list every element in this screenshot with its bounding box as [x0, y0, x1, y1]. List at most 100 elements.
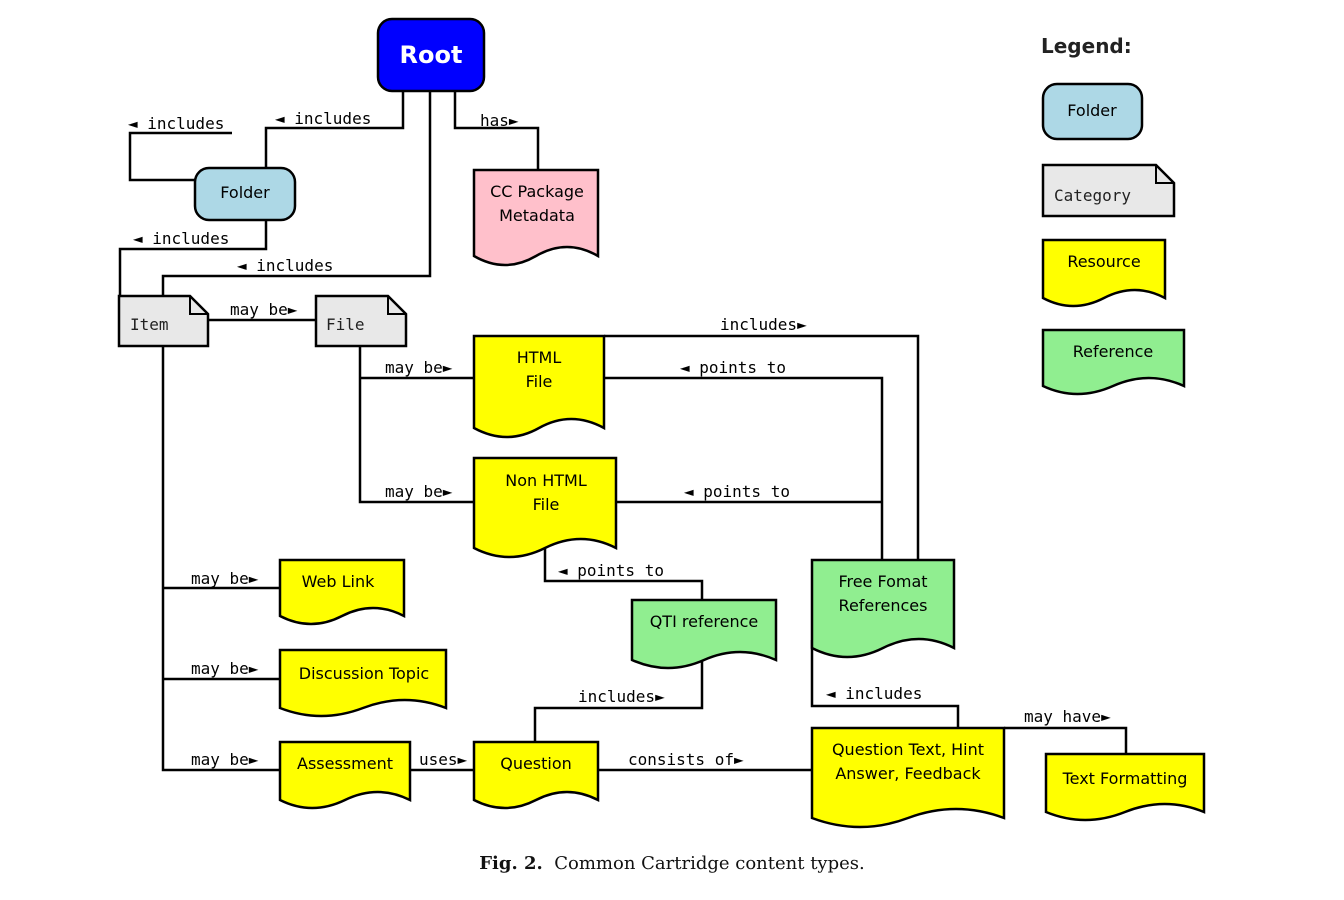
- node-assessment: Assessment: [278, 740, 412, 810]
- file-shape: [314, 294, 408, 348]
- node-qti-reference: QTI reference: [630, 598, 778, 670]
- node-question: Question: [472, 740, 600, 810]
- metadata-shape: [472, 168, 600, 267]
- edge-free-html-includes: [604, 334, 920, 560]
- legend-resource-swatch: [1041, 238, 1167, 308]
- label-file-nonhtml-may-be: may be►: [385, 482, 453, 501]
- legend-category-swatch: [1041, 163, 1176, 218]
- node-item: Item: [117, 294, 210, 348]
- label-question-consists-of: consists of►: [628, 750, 744, 769]
- node-file: File: [314, 294, 408, 348]
- question-text-shape: [810, 726, 1006, 829]
- nodes: Root Folder CC Package Metadata Item Fil…: [117, 17, 1206, 829]
- edge-file-branches: [358, 346, 474, 504]
- label-item-file-may-be: may be►: [230, 300, 298, 319]
- metadata-label-line1: CC Package: [490, 182, 584, 201]
- edge-folder-item-includes: [118, 220, 268, 296]
- text-formatting-shape: [1044, 752, 1206, 822]
- file-fold: [387, 296, 406, 315]
- html-file-label-line1: HTML: [517, 348, 562, 367]
- node-free-format-references: Free Fomat References: [810, 558, 956, 659]
- question-text-label-line2: Answer, Feedback: [835, 764, 981, 783]
- label-question-qti-includes: includes►: [578, 687, 665, 706]
- discussion-topic-shape: [278, 648, 448, 718]
- question-text-label-line1: Question Text, Hint: [832, 740, 984, 759]
- edge-nonhtml-qti: [543, 548, 704, 600]
- caption-text: Common Cartridge content types.: [554, 853, 865, 874]
- free-format-shape: [810, 558, 956, 659]
- edge-item-trunk: [161, 346, 280, 772]
- non-html-file-label-line1: Non HTML: [505, 471, 587, 490]
- label-assessment-uses: uses►: [419, 750, 468, 769]
- folder-box: [193, 166, 297, 222]
- node-text-formatting: Text Formatting: [1044, 752, 1206, 822]
- edge-free-html-points: [604, 376, 884, 560]
- label-root-folder-includes: ◄ includes: [275, 109, 371, 128]
- item-label: Item: [130, 315, 169, 334]
- label-free-nonhtml-points-to: ◄ points to: [684, 482, 790, 501]
- file-label: File: [326, 315, 365, 334]
- label-folder-item-includes: ◄ includes: [133, 229, 229, 248]
- node-cc-package-metadata: CC Package Metadata: [472, 168, 600, 267]
- label-free-questiontext-includes: ◄ includes: [826, 684, 922, 703]
- legend-category-fold: [1155, 165, 1174, 184]
- legend-reference-swatch: [1041, 328, 1186, 396]
- caption-label: Fig. 2.: [479, 853, 543, 874]
- question-shape: [472, 740, 600, 810]
- web-link-label: Web Link: [302, 572, 375, 591]
- label-folder-self-includes: ◄ includes: [128, 114, 224, 133]
- label-item-discussion-may-be: may be►: [191, 659, 259, 678]
- label-root-item-includes: ◄ includes: [237, 256, 333, 275]
- label-item-weblink-may-be: may be►: [191, 569, 259, 588]
- assessment-shape: [278, 740, 412, 810]
- legend: Legend: Folder Category Resource Referen…: [1041, 34, 1186, 396]
- edge-free-questiontext: [810, 640, 960, 728]
- legend-folder-label: Folder: [1067, 101, 1117, 120]
- node-discussion-topic: Discussion Topic: [278, 648, 448, 718]
- node-non-html-file: Non HTML File: [472, 456, 618, 559]
- question-label: Question: [500, 754, 572, 773]
- edges: [118, 90, 1128, 772]
- html-file-shape: [472, 334, 606, 439]
- non-html-file-label-line2: File: [533, 495, 560, 514]
- legend-reference-label: Reference: [1073, 342, 1154, 361]
- legend-reference: Reference: [1041, 328, 1186, 396]
- label-item-assessment-may-be: may be►: [191, 750, 259, 769]
- legend-category: Category: [1041, 163, 1176, 218]
- text-formatting-label: Text Formatting: [1062, 769, 1188, 788]
- edge-root-metadata-has: [453, 90, 540, 170]
- label-questiontext-may-have: may have►: [1024, 707, 1111, 726]
- edge-question-qti: [533, 660, 704, 742]
- node-web-link: Web Link: [278, 558, 406, 626]
- item-fold: [189, 296, 208, 315]
- root-label: Root: [400, 41, 463, 69]
- node-html-file: HTML File: [472, 334, 606, 439]
- html-file-label-line2: File: [526, 372, 553, 391]
- qti-reference-shape: [630, 598, 778, 670]
- metadata-label-line2: Metadata: [499, 206, 575, 225]
- node-question-text: Question Text, Hint Answer, Feedback: [810, 726, 1006, 829]
- cartridge-diagram: ◄ includes ◄ includes has► ◄ includes ◄ …: [117, 17, 1206, 829]
- non-html-file-shape: [472, 456, 618, 559]
- discussion-topic-label: Discussion Topic: [299, 664, 429, 683]
- folder-label: Folder: [220, 183, 270, 202]
- item-shape: [117, 294, 210, 348]
- node-root: Root: [376, 17, 486, 93]
- root-box: [376, 17, 486, 93]
- free-format-label-line1: Free Fomat: [838, 572, 927, 591]
- qti-reference-label: QTI reference: [650, 612, 759, 631]
- legend-folder-swatch: [1041, 82, 1144, 141]
- free-format-label-line2: References: [839, 596, 928, 615]
- assessment-label: Assessment: [297, 754, 393, 773]
- label-file-html-may-be: may be►: [385, 358, 453, 377]
- legend-folder: Folder: [1041, 82, 1144, 141]
- label-free-html-points-to: ◄ points to: [680, 358, 786, 377]
- edge-root-folder-includes: [264, 90, 405, 168]
- legend-resource: Resource: [1041, 238, 1167, 308]
- legend-title: Legend:: [1041, 34, 1132, 58]
- figure-caption: Fig. 2. Common Cartridge content types.: [0, 853, 1344, 874]
- label-qti-nonhtml-points-to: ◄ points to: [558, 561, 664, 580]
- edge-root-item-includes: [161, 90, 432, 296]
- edge-labels: ◄ includes ◄ includes has► ◄ includes ◄ …: [128, 109, 1111, 769]
- node-folder: Folder: [193, 166, 297, 222]
